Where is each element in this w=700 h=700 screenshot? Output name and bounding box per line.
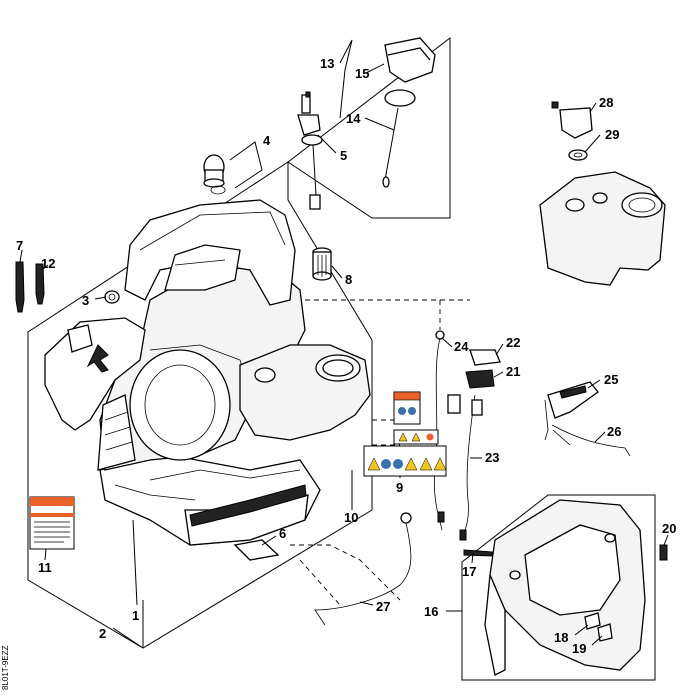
callout-16: 16 bbox=[424, 604, 438, 619]
warning-label-11 bbox=[29, 496, 75, 550]
callout-22: 22 bbox=[506, 335, 520, 350]
label-6 bbox=[233, 539, 280, 561]
side-panel-16 bbox=[484, 499, 646, 676]
callout-25: 25 bbox=[604, 372, 618, 387]
callout-27: 27 bbox=[376, 599, 390, 614]
nut-3 bbox=[104, 290, 120, 304]
callout-4: 4 bbox=[263, 133, 271, 148]
primer-bulb-4 bbox=[203, 154, 226, 195]
callout-18: 18 bbox=[554, 630, 568, 645]
callout-29: 29 bbox=[605, 127, 619, 142]
left-duct bbox=[44, 317, 146, 431]
tank-28-29 bbox=[539, 101, 666, 286]
callout-14: 14 bbox=[346, 111, 361, 126]
fuel-filter-8 bbox=[312, 247, 332, 281]
leader-lines bbox=[19, 39, 669, 649]
switch-21-22 bbox=[465, 349, 501, 389]
panel-box bbox=[461, 494, 656, 681]
screws-7-12 bbox=[15, 261, 45, 313]
callout-19: 19 bbox=[572, 641, 586, 656]
callout-21: 21 bbox=[506, 364, 520, 379]
callout-8: 8 bbox=[345, 272, 352, 287]
callout-labels: 1 2 3 4 5 6 7 8 9 10 11 12 13 14 15 16 1… bbox=[16, 56, 676, 656]
callout-13: 13 bbox=[320, 56, 334, 71]
warning-labels-9 bbox=[363, 391, 447, 477]
callout-15: 15 bbox=[355, 66, 369, 81]
drawing-code: 8L01T-9EZZ bbox=[1, 645, 10, 690]
callout-23: 23 bbox=[485, 450, 499, 465]
callout-5: 5 bbox=[340, 148, 347, 163]
callout-9: 9 bbox=[396, 480, 403, 495]
callout-20: 20 bbox=[662, 521, 676, 536]
callout-28: 28 bbox=[599, 95, 613, 110]
fuel-cap-15 bbox=[382, 37, 436, 188]
callout-2: 2 bbox=[99, 626, 106, 641]
callout-7: 7 bbox=[16, 238, 23, 253]
callout-10: 10 bbox=[344, 510, 358, 525]
blower-housing bbox=[97, 199, 371, 546]
fuel-line-5 bbox=[297, 91, 323, 210]
callout-6: 6 bbox=[279, 526, 286, 541]
cable-27 bbox=[314, 512, 412, 626]
fuel-cap-box bbox=[287, 36, 451, 219]
callout-12: 12 bbox=[41, 256, 55, 271]
callout-24: 24 bbox=[454, 339, 469, 354]
callout-1: 1 bbox=[132, 608, 139, 623]
callout-17: 17 bbox=[462, 564, 476, 579]
callout-26: 26 bbox=[607, 424, 621, 439]
throttle-25-26 bbox=[544, 381, 631, 457]
callout-3: 3 bbox=[82, 293, 89, 308]
callout-11: 11 bbox=[38, 560, 52, 575]
